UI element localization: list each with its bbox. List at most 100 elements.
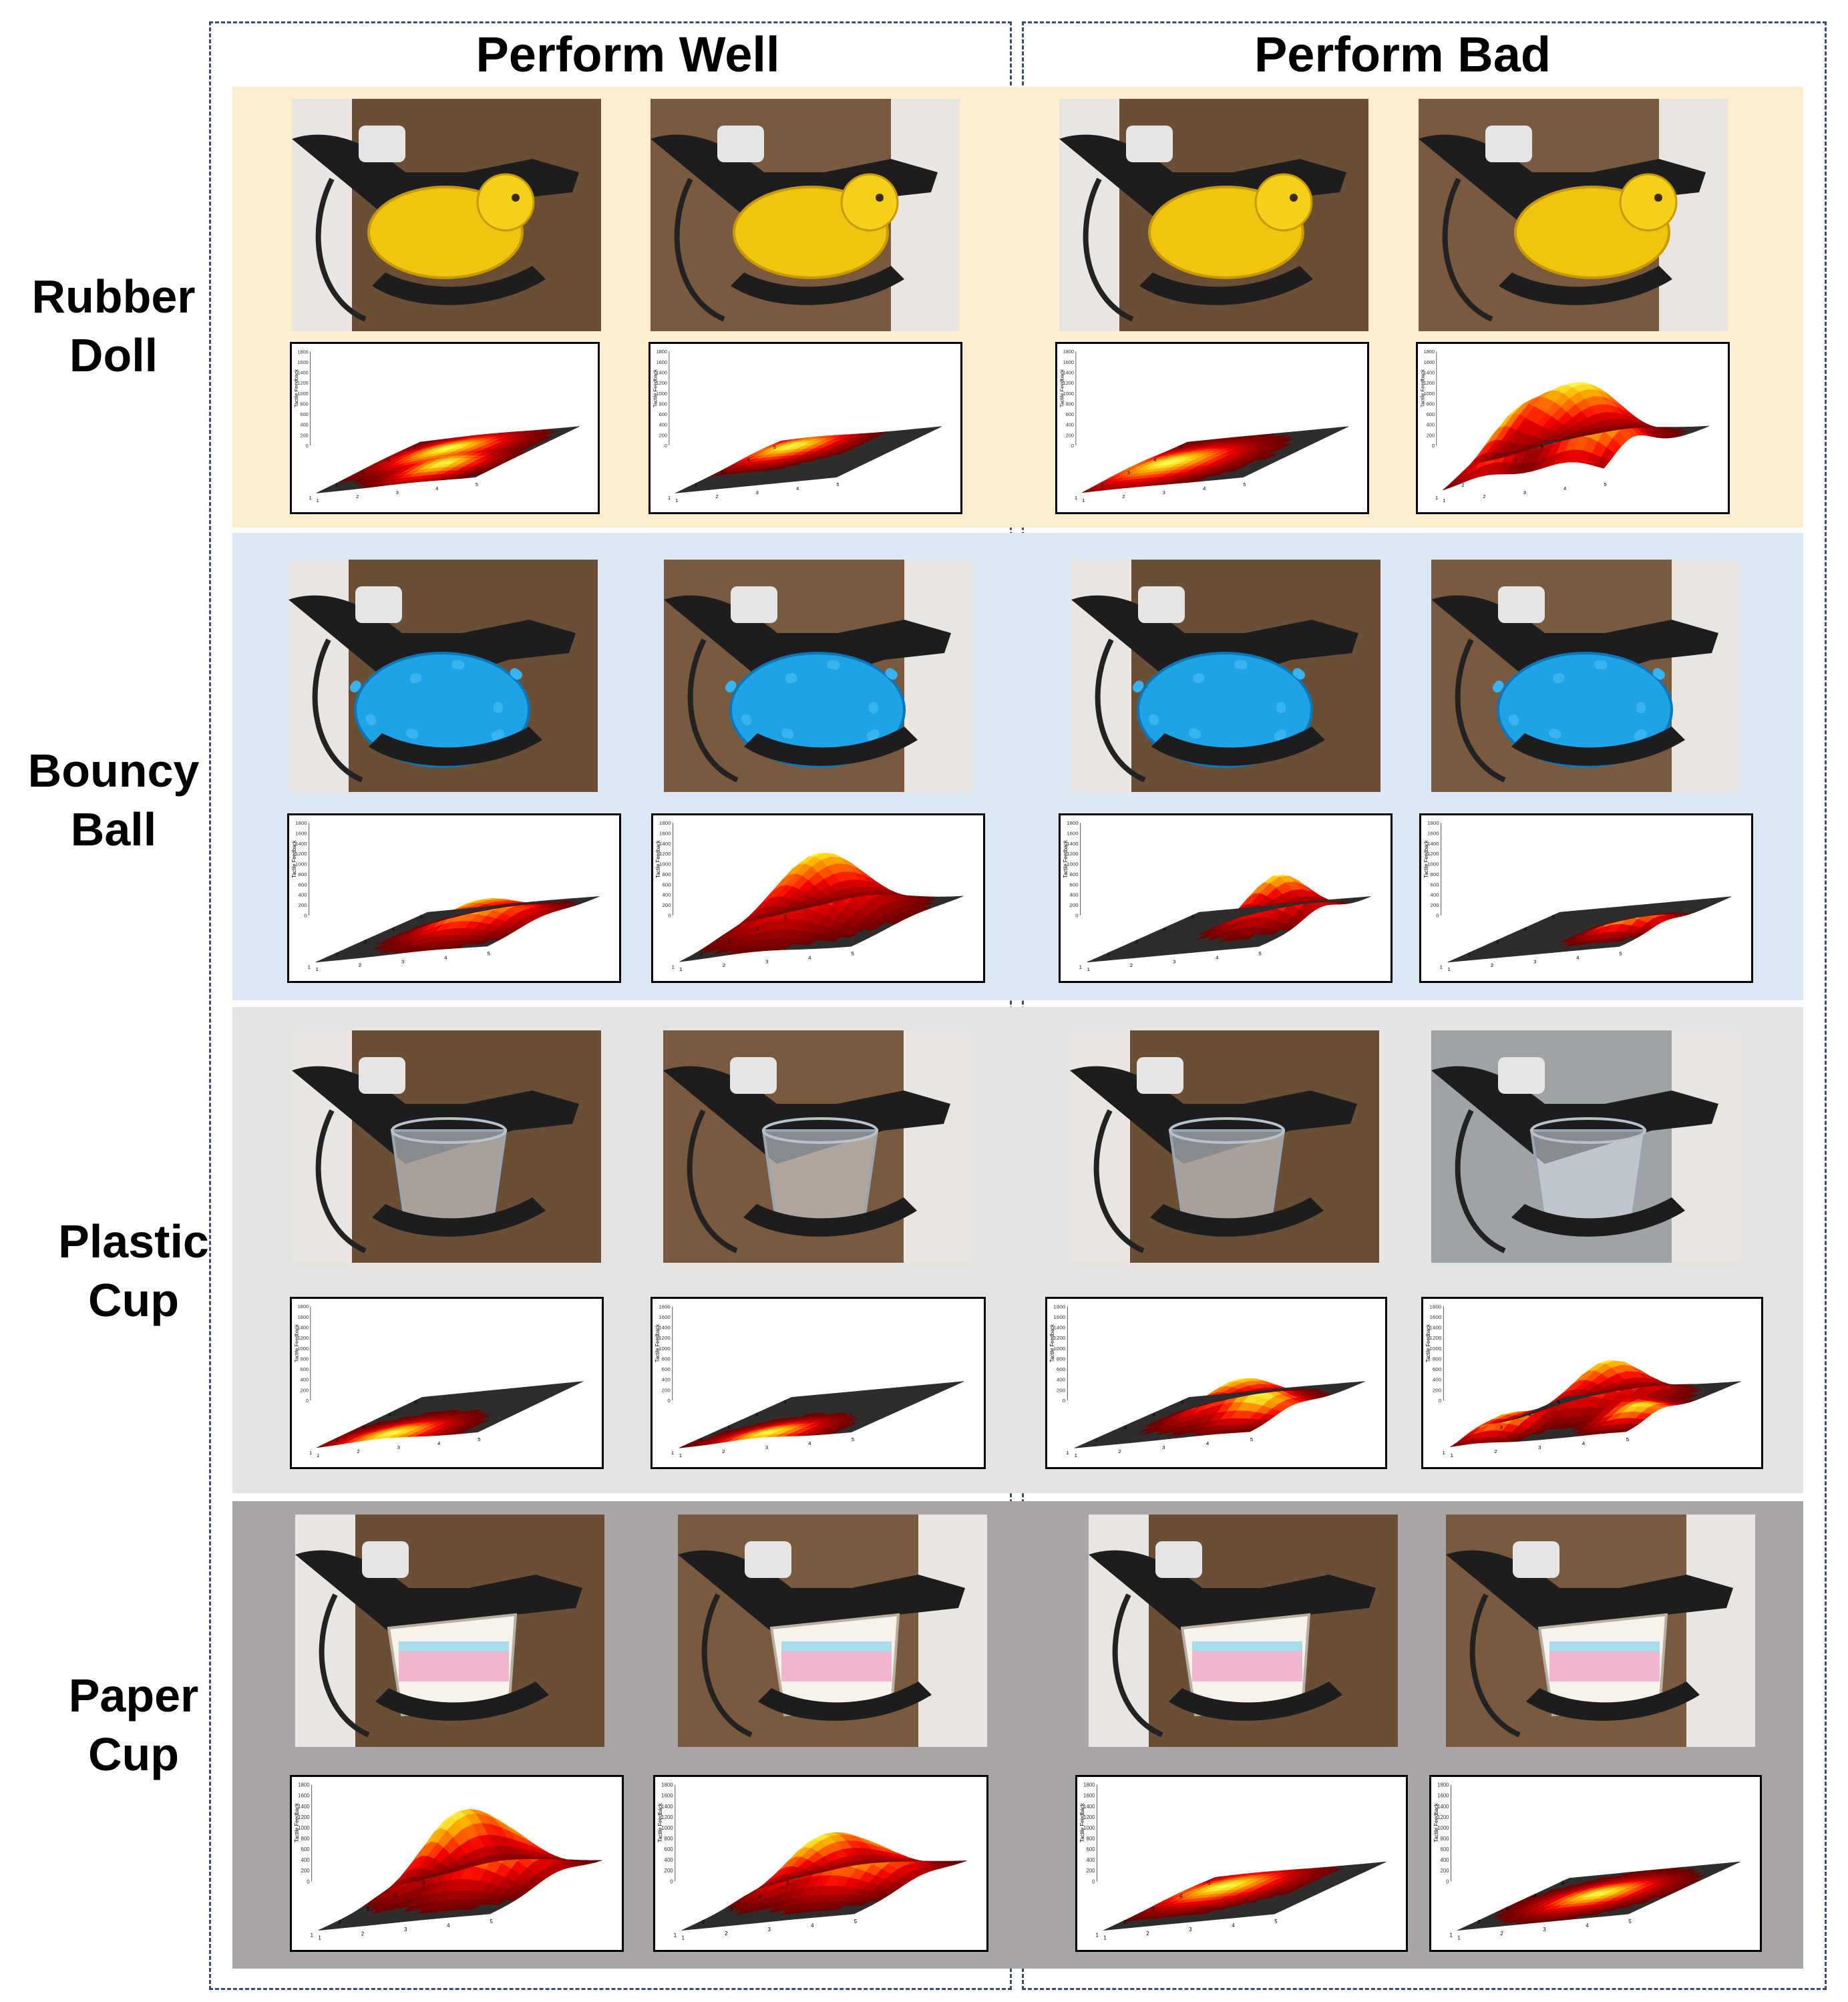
photo-paper-cup-bad-a — [1089, 1515, 1398, 1747]
z-tick-label: 0 — [670, 1878, 673, 1884]
z-axis-label: Tactile Feedback — [1425, 1324, 1431, 1362]
z-tick-label: 800 — [1057, 1356, 1066, 1362]
x-tick-label: 1 — [1450, 1452, 1453, 1458]
x-tick-label: 1 — [1443, 497, 1445, 504]
z-tick-label: 1200 — [298, 1335, 309, 1341]
z-tick-label: 800 — [663, 871, 671, 877]
y-tick-label: 3 — [728, 939, 731, 945]
y-tick-label: 1 — [1066, 1450, 1069, 1456]
z-tick-label: 1400 — [298, 1324, 309, 1330]
z-tick-label: 1800 — [659, 820, 671, 826]
x-tick-label: 3 — [1523, 489, 1526, 495]
x-tick-label: 2 — [1494, 1448, 1497, 1454]
y-tick-label: 1 — [668, 495, 671, 501]
x-tick-label: 5 — [851, 951, 854, 957]
z-tick-label: 1600 — [1424, 359, 1435, 365]
y-tick-label: 2 — [1095, 1437, 1098, 1443]
z-tick-label: 600 — [1433, 1366, 1442, 1372]
z-tick-label: 0 — [306, 443, 309, 449]
z-tick-label: 600 — [1086, 1846, 1095, 1852]
z-tick-label: 1200 — [659, 851, 671, 857]
z-tick-label: 0 — [307, 1878, 310, 1884]
y-tick-label: 4 — [388, 1412, 391, 1418]
y-tick-label: 3 — [727, 1424, 730, 1430]
y-tick-label: 5 — [415, 1399, 417, 1405]
x-tick-label: 3 — [1538, 1444, 1541, 1450]
y-tick-label: 2 — [694, 482, 697, 488]
x-tick-label: 2 — [356, 493, 359, 499]
z-tick-label: 200 — [1066, 432, 1074, 438]
z-tick-label: 400 — [663, 892, 671, 898]
z-tick-label: 1200 — [1424, 380, 1435, 386]
perform-bad-title: Perform Bad — [1254, 27, 1551, 82]
y-tick-label: 1 — [672, 964, 675, 970]
z-tick-label: 1800 — [1067, 820, 1079, 826]
y-tick-label: 1 — [309, 495, 312, 501]
z-tick-label: 200 — [301, 1387, 309, 1393]
z-axis-label: Tactile Feedback — [293, 1324, 299, 1362]
z-tick-label: 200 — [299, 902, 307, 908]
x-tick-label: 4 — [808, 955, 811, 961]
y-tick-label: 1 — [309, 1450, 312, 1456]
surface-cell — [1553, 911, 1569, 916]
z-axis-label: Tactile Feedback — [291, 840, 297, 877]
y-tick-label: 1 — [311, 1932, 313, 1938]
photo-plastic-cup-bad-a — [1070, 1030, 1379, 1263]
y-tick-label: 3 — [730, 1906, 733, 1912]
x-tick-label: 4 — [1582, 1440, 1586, 1446]
y-tick-label: 5 — [1180, 444, 1183, 450]
z-tick-label: 1000 — [661, 1825, 673, 1831]
z-tick-label: 1400 — [661, 1804, 673, 1810]
photo-rubber-doll-bad-b — [1419, 99, 1728, 331]
x-tick-label: 4 — [808, 1440, 811, 1446]
z-tick-label: 0 — [1071, 443, 1074, 449]
y-tick-label: 2 — [1471, 1437, 1474, 1443]
y-tick-label: 2 — [702, 1919, 705, 1925]
z-tick-label: 600 — [301, 1366, 309, 1372]
y-tick-label: 5 — [1181, 1399, 1184, 1405]
x-tick-label: 2 — [359, 962, 361, 968]
z-tick-label: 400 — [659, 422, 667, 428]
z-tick-label: 0 — [665, 443, 667, 449]
z-axis-label: Tactile Feedback — [293, 369, 299, 407]
photo-bouncy-ball-bad-b — [1431, 560, 1740, 792]
z-tick-label: 1200 — [297, 380, 308, 386]
z-tick-label: 400 — [665, 1857, 674, 1863]
x-tick-label: 1 — [1448, 966, 1451, 972]
z-tick-label: 800 — [301, 1356, 309, 1362]
y-tick-label: 2 — [335, 1437, 338, 1443]
y-tick-label: 3 — [367, 1906, 370, 1912]
z-tick-label: 1600 — [659, 831, 671, 837]
y-tick-label: 5 — [773, 444, 776, 450]
y-tick-label: 5 — [784, 914, 787, 920]
z-tick-label: 1600 — [1067, 831, 1079, 837]
y-tick-label: 4 — [756, 926, 759, 932]
x-tick-label: 3 — [765, 959, 768, 965]
z-tick-label: 1000 — [1067, 861, 1079, 867]
z-tick-label: 1000 — [298, 1825, 310, 1831]
z-tick-label: 200 — [663, 902, 671, 908]
y-tick-label: 3 — [1135, 939, 1138, 945]
y-tick-label: 3 — [1496, 939, 1499, 945]
z-tick-label: 200 — [1070, 902, 1079, 908]
x-tick-label: 2 — [722, 1448, 725, 1454]
x-tick-label: 1 — [1087, 966, 1090, 972]
z-tick-label: 1600 — [1427, 831, 1439, 837]
x-tick-label: 2 — [357, 1448, 359, 1454]
z-tick-label: 1400 — [1427, 841, 1439, 847]
z-tick-label: 600 — [1427, 411, 1435, 417]
x-tick-label: 2 — [1491, 962, 1493, 968]
z-axis-label: Tactile Feedback — [1059, 369, 1065, 407]
y-tick-label: 4 — [392, 926, 395, 932]
z-tick-label: 600 — [663, 882, 671, 888]
y-tick-label: 5 — [1552, 914, 1555, 920]
x-tick-label: 2 — [1130, 962, 1133, 968]
z-tick-label: 1000 — [659, 861, 671, 867]
x-tick-label: 5 — [854, 1919, 858, 1925]
y-tick-label: 2 — [1461, 482, 1464, 488]
x-tick-label: 3 — [768, 1927, 771, 1933]
